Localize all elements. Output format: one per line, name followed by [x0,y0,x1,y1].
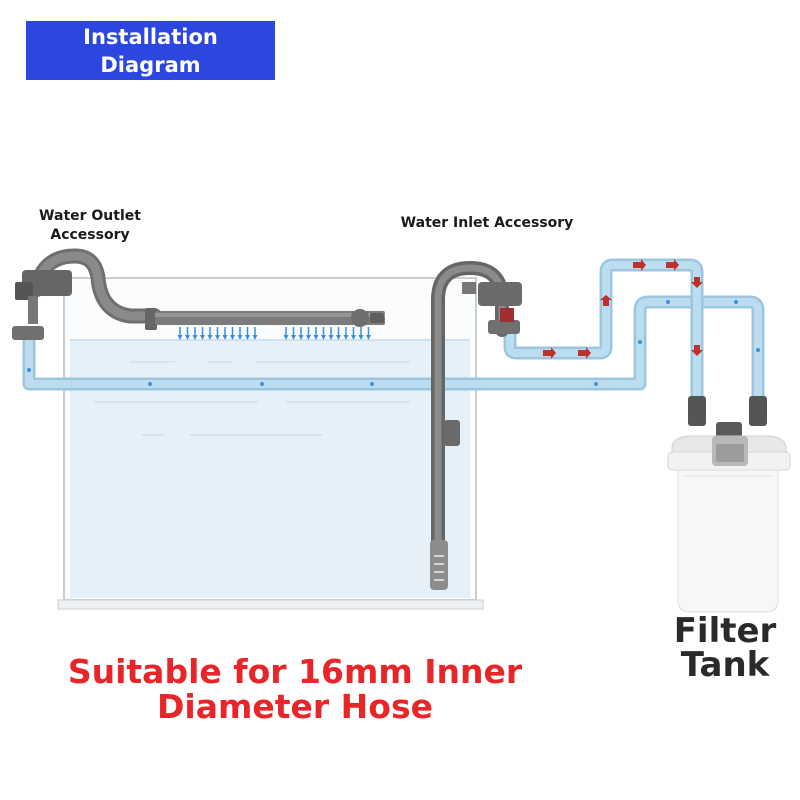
spray-droplet-tip [207,335,213,340]
spray-droplet-tip [351,335,356,340]
spray-droplet-tip [298,335,304,340]
outlet-label-line-1: Water Outlet [39,208,141,224]
water-inlet-accessory-label: Water Inlet Accessory [400,215,574,231]
spray-droplet-tip [245,335,250,340]
spray-droplet-tip [222,335,228,340]
banner-line-2: Diagram [100,52,201,77]
outlet-label-line-2: Accessory [50,227,130,243]
caption-line-2: Diameter Hose [157,687,433,726]
intake-hose [506,261,701,402]
inlet-intake-pipe-icon [430,260,522,590]
water-outlet-accessory-label: Water Outlet Accessory [20,207,160,245]
spray-droplet-tip [306,335,311,340]
banner-line-1: Installation [83,24,218,49]
spray-droplet-tip [343,335,349,340]
installation-diagram-banner: Installation Diagram [26,21,275,80]
spray-droplet-tip [200,335,205,340]
spray-droplet-tip [252,335,258,340]
spray-droplets [177,327,371,340]
tank-label-line-2: Tank [680,645,770,685]
outlet-spray-bar-icon [12,248,385,340]
spray-droplet-tip [177,335,183,340]
hose-lines [22,258,765,405]
spray-droplet-tip [321,335,326,340]
spray-droplet-tip [291,335,296,340]
aquarium-tank [57,277,484,610]
hose-size-caption: Suitable for 16mm Inner Diameter Hose [40,654,550,724]
filter-canister-icon [667,396,791,613]
spray-droplet-tip [237,335,243,340]
water-drop-icon [27,300,760,386]
spray-droplet-tip [283,335,289,340]
caption-line-1: Suitable for 16mm Inner [67,652,523,691]
return-hose [25,298,762,402]
tank-label-line-1: Filter [673,611,777,651]
flow-arrow-icon [543,259,703,359]
spray-droplet-tip [230,335,235,340]
filter-tank-label: Filter Tank [655,614,795,682]
spray-droplet-tip [328,335,334,340]
tank-base [57,599,484,610]
spray-droplet-tip [215,335,220,340]
spray-droplet-tip [358,335,364,340]
spray-droplet-tip [336,335,341,340]
spray-droplet-tip [366,335,371,340]
spray-droplet-tip [313,335,319,340]
spray-droplet-tip [192,335,198,340]
spray-droplet-tip [185,335,190,340]
